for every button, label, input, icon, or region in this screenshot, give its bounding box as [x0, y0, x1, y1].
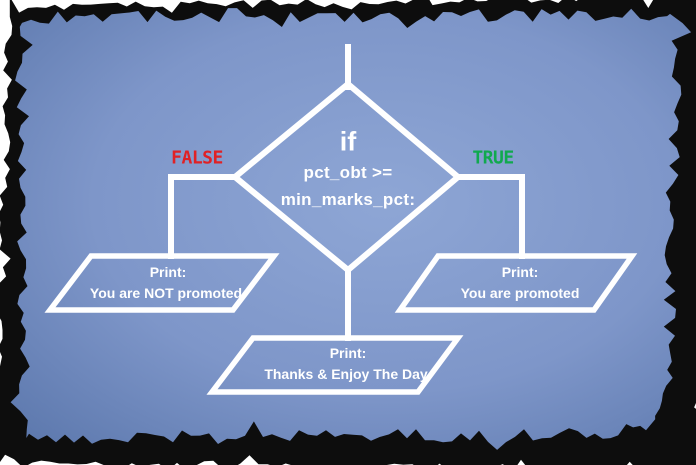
connector-true-branch	[457, 174, 525, 259]
decision-diamond	[230, 80, 463, 274]
output-false-line1: Print:	[149, 264, 187, 280]
false-branch-label: FALSE	[171, 147, 223, 169]
output-true-line2: You are promoted	[460, 285, 580, 301]
decision-keyword: if	[339, 126, 357, 157]
output-false-line2: You are NOT promoted	[89, 285, 243, 301]
decision-condition-line1: pct_obt >=	[303, 163, 393, 182]
output-true-line1: Print:	[501, 264, 539, 280]
output-end-parallelogram	[206, 335, 464, 395]
connector-false-branch	[168, 174, 238, 259]
paper-background	[10, 8, 692, 450]
output-false-parallelogram	[44, 253, 280, 313]
true-branch-label: TRUE	[472, 147, 514, 169]
output-end-line2: Thanks & Enjoy The Day	[264, 366, 428, 382]
output-end-line1: Print:	[329, 345, 367, 361]
decision-condition-line2: min_marks_pct:	[280, 190, 416, 209]
output-true-parallelogram	[394, 253, 638, 313]
